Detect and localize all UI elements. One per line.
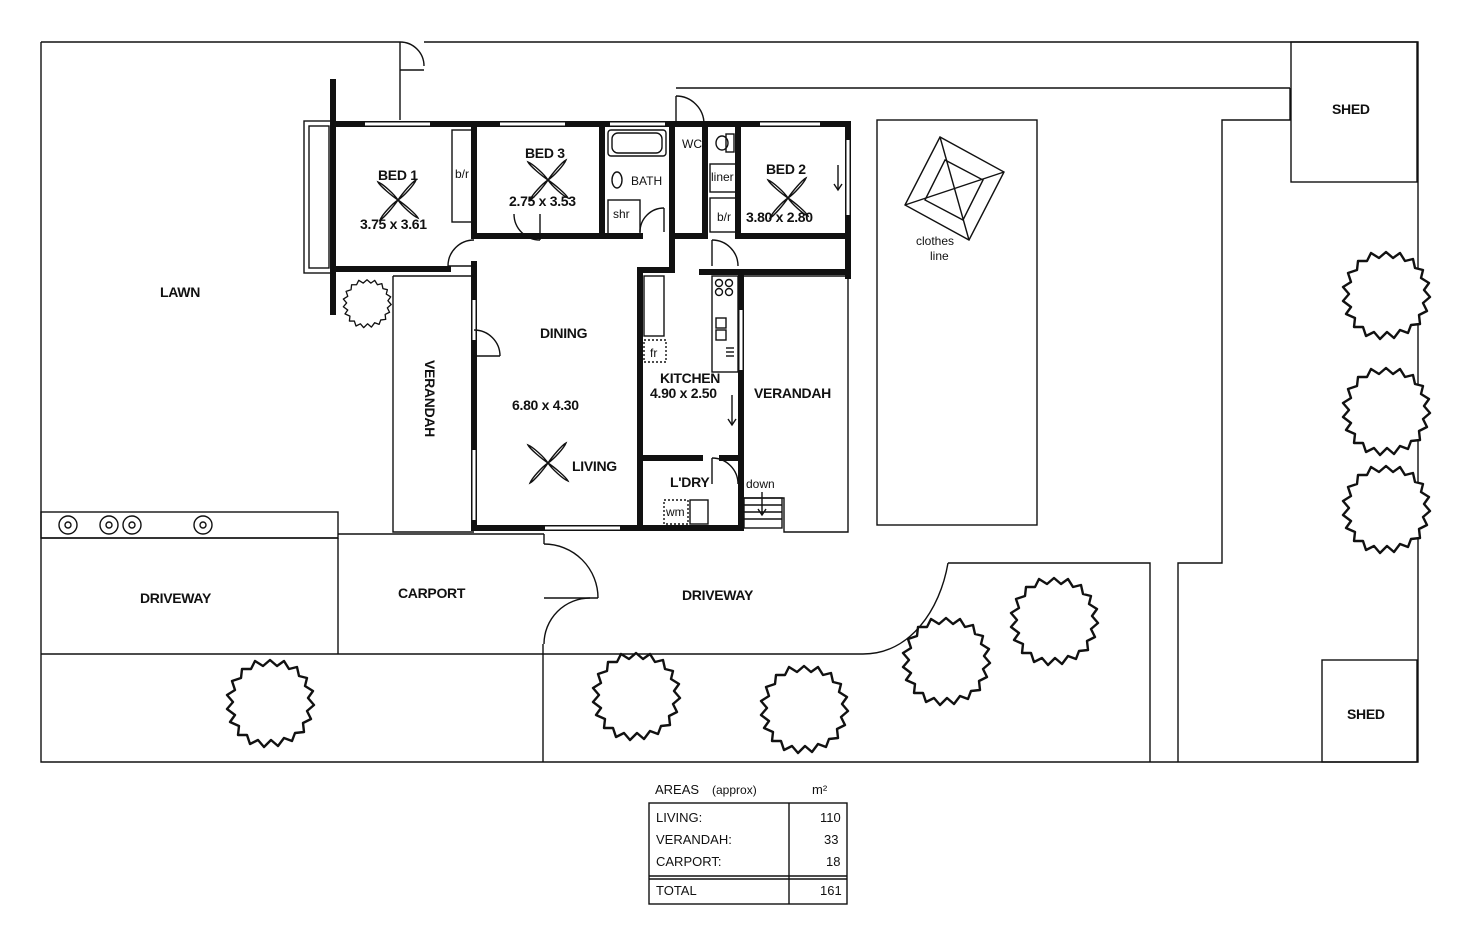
lawn-label: LAWN bbox=[160, 284, 200, 300]
areas-row-verandah-value: 33 bbox=[824, 832, 838, 847]
shrub-bed1 bbox=[342, 279, 392, 329]
toilet bbox=[715, 133, 735, 153]
tree-front-3 bbox=[759, 664, 850, 755]
shower-label: shr bbox=[613, 207, 630, 221]
areas-title-note: (approx) bbox=[712, 783, 757, 797]
driveway-left-label: DRIVEWAY bbox=[140, 590, 212, 606]
areas-unit: m² bbox=[812, 782, 828, 797]
kitchen-label: KITCHEN bbox=[660, 370, 720, 386]
bed1-size: 3.75 x 3.61 bbox=[360, 216, 427, 232]
wc-label: WC bbox=[682, 137, 702, 151]
clothes-line-label-2: line bbox=[930, 249, 949, 263]
bed3-size: 2.75 x 3.53 bbox=[509, 193, 576, 209]
shed-bottom-label: SHED bbox=[1347, 706, 1385, 722]
bed3-label: BED 3 bbox=[525, 145, 565, 161]
bath-fixtures bbox=[607, 129, 667, 235]
bed2-label: BED 2 bbox=[766, 161, 806, 177]
areas-total-label: TOTAL bbox=[656, 883, 697, 898]
shed-top bbox=[1290, 41, 1418, 183]
bed1-label: BED 1 bbox=[378, 167, 418, 183]
areas-title: AREAS bbox=[655, 782, 699, 797]
small-plants bbox=[58, 515, 213, 535]
tree-right-2 bbox=[1341, 366, 1432, 457]
washing-machine bbox=[663, 499, 689, 525]
clothes-line-area bbox=[876, 119, 1038, 526]
bed1-robe bbox=[451, 129, 473, 223]
gate-top bbox=[399, 41, 425, 120]
tree-right-1 bbox=[1341, 250, 1432, 341]
bed2-window-arrow bbox=[833, 165, 843, 192]
areas-row-living-label: LIVING: bbox=[656, 810, 702, 825]
shed-top-label: SHED bbox=[1332, 101, 1370, 117]
laundry-trough bbox=[689, 499, 709, 525]
clothes-line-icon bbox=[904, 136, 1005, 241]
side-path bbox=[1177, 88, 1291, 762]
driveway-right-label: DRIVEWAY bbox=[682, 587, 754, 603]
linen-label: liner bbox=[711, 170, 734, 184]
tree-front-5 bbox=[1009, 576, 1100, 667]
kitchen-size: 4.90 x 2.50 bbox=[650, 385, 717, 401]
bed1-side-verandah bbox=[303, 120, 334, 274]
fridge-label: fr bbox=[650, 346, 657, 360]
areas-total-value: 161 bbox=[820, 883, 842, 898]
areas-row-carport-label: CARPORT: bbox=[656, 854, 722, 869]
living-label: LIVING bbox=[572, 458, 617, 474]
linen-cupboard bbox=[709, 163, 737, 193]
dining-label: DINING bbox=[540, 325, 588, 341]
door-arcs bbox=[447, 95, 739, 485]
bed1-fan-icon bbox=[377, 179, 419, 221]
tree-front-1 bbox=[225, 658, 316, 749]
washing-machine-label: wm bbox=[665, 505, 685, 519]
verandah-right-label: VERANDAH bbox=[754, 385, 831, 401]
verandah-right bbox=[741, 275, 849, 533]
tree-right-3 bbox=[1341, 464, 1432, 555]
tree-front-2 bbox=[591, 651, 682, 742]
bath-label: BATH bbox=[631, 174, 662, 188]
stairs-down-label: down bbox=[746, 477, 775, 491]
bed2-size: 3.80 x 2.80 bbox=[746, 209, 813, 225]
verandah-left-label: VERANDAH bbox=[422, 360, 438, 437]
areas-row-carport-value: 18 bbox=[826, 854, 840, 869]
bed2-robe bbox=[709, 197, 737, 233]
bed2-robe-label: b/r bbox=[717, 210, 731, 224]
shed-bottom bbox=[1321, 659, 1418, 763]
carport-label: CARPORT bbox=[398, 585, 466, 601]
areas-row-living-value: 110 bbox=[820, 810, 841, 825]
clothes-line-label-1: clothes bbox=[916, 234, 954, 248]
living-size: 6.80 x 4.30 bbox=[512, 397, 579, 413]
laundry-label: L'DRY bbox=[670, 474, 710, 490]
verandah-left bbox=[392, 275, 474, 533]
bed1-robe-label: b/r bbox=[455, 167, 469, 181]
kitchen-fixtures bbox=[643, 275, 739, 427]
areas-table: AREAS (approx) m² LIVING: 110 VERANDAH: … bbox=[648, 782, 848, 905]
windows bbox=[365, 122, 850, 530]
living-fan-icon bbox=[527, 442, 569, 484]
areas-row-verandah-label: VERANDAH: bbox=[656, 832, 732, 847]
garden-bed bbox=[40, 511, 339, 539]
